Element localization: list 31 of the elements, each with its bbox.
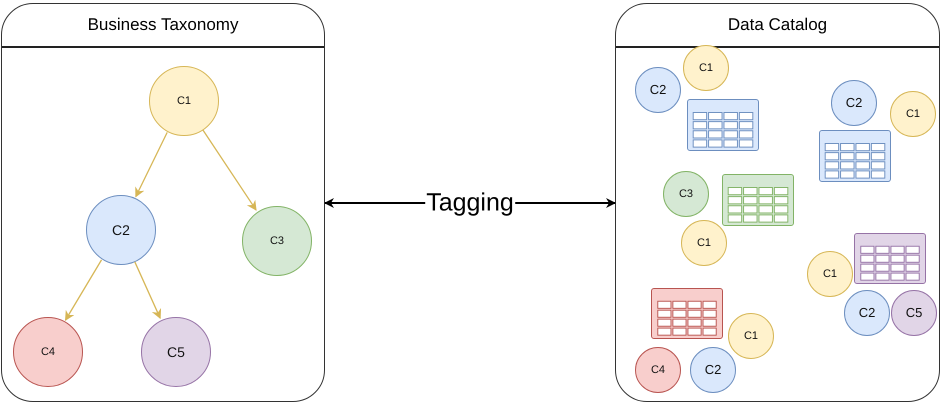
- circle-label: C1: [744, 328, 758, 344]
- edge-label: Tagging: [425, 190, 515, 216]
- table-drawing: [722, 174, 794, 226]
- circle-label: C4: [40, 344, 56, 360]
- circle-label: C4: [650, 362, 666, 378]
- circle-label: C2: [704, 361, 722, 380]
- arrow: [134, 262, 162, 320]
- panel-title: Business Taxonomy: [88, 14, 238, 36]
- arrow: [202, 130, 257, 211]
- table-drawing: [819, 130, 891, 182]
- circle-label: C1: [176, 94, 192, 109]
- arrow: [64, 260, 102, 321]
- circle-label: C1: [698, 60, 714, 76]
- table-drawing: [854, 233, 926, 284]
- circle-label: C1: [696, 236, 712, 251]
- arrow: [135, 132, 168, 198]
- circle-label: C1: [906, 106, 920, 122]
- circle-label: C2: [858, 304, 876, 322]
- circle-label: C5: [167, 342, 185, 362]
- circle-label: C2: [650, 81, 666, 100]
- container-panel: [615, 3, 940, 402]
- panel-title: Data Catalog: [728, 14, 828, 36]
- circle-label: C2: [846, 94, 862, 112]
- circle-label: C1: [822, 266, 838, 282]
- table-drawing: [687, 99, 759, 151]
- circle-label: C2: [112, 220, 130, 240]
- table-drawing: [651, 288, 723, 339]
- circle-label: C5: [906, 304, 922, 322]
- circle-label: C3: [678, 186, 694, 202]
- circle-label: C3: [270, 234, 284, 249]
- container-panel: [1, 3, 325, 402]
